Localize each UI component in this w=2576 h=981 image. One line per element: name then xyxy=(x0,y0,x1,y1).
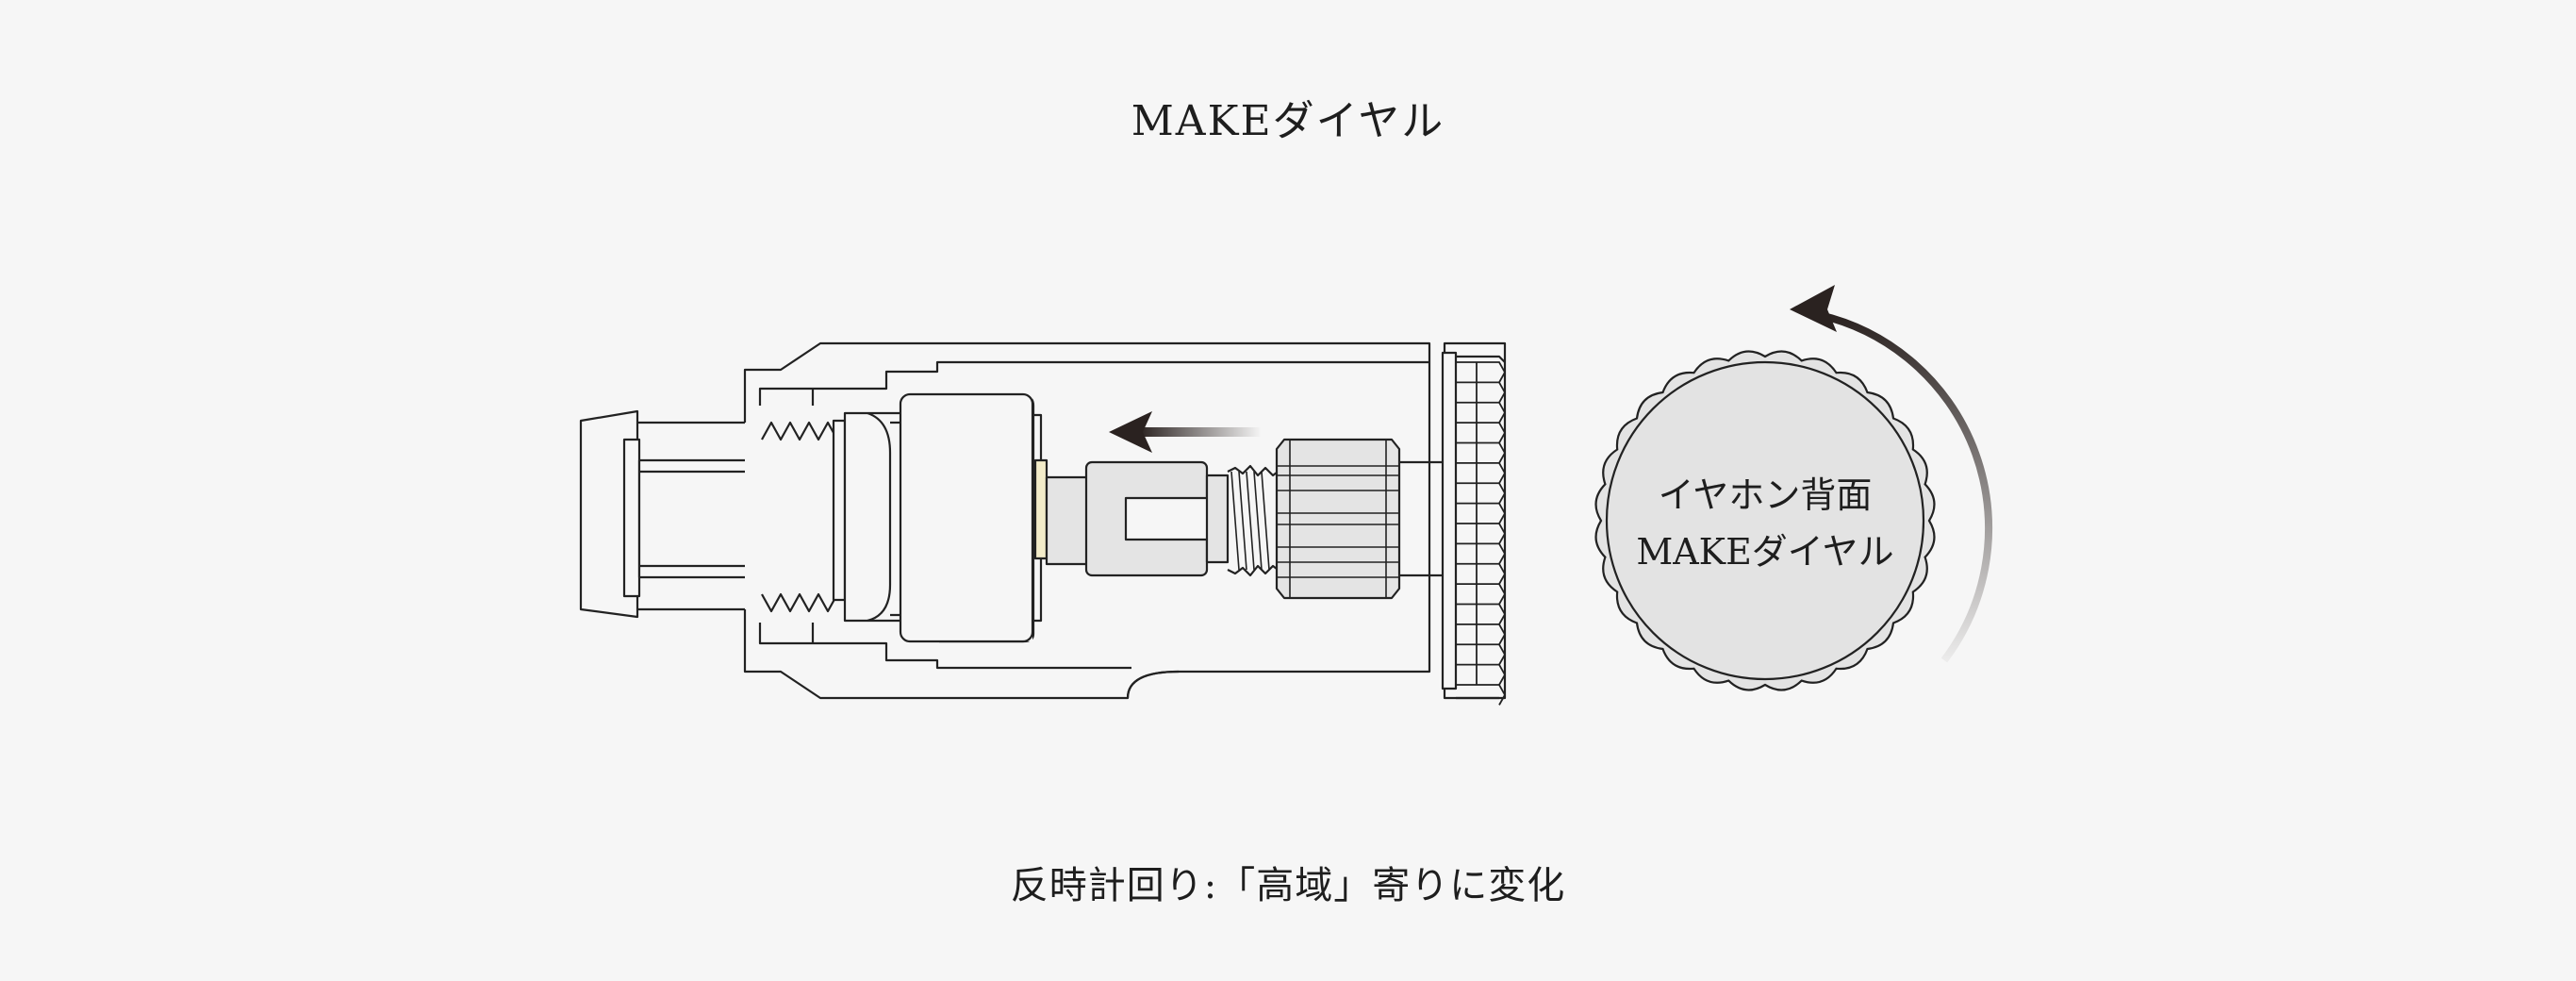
diagram-title: MAKEダイヤル xyxy=(1131,97,1445,145)
diagram-caption: 反時計回り:「高域」寄りに変化 xyxy=(1010,864,1566,907)
arrow-left-icon xyxy=(1109,411,1262,453)
moving-plug xyxy=(1045,460,1281,577)
knurl-tooth xyxy=(1456,502,1507,524)
knurl-tooth xyxy=(1456,562,1507,585)
dial-knurl-teeth xyxy=(1456,361,1507,706)
knurl-tooth xyxy=(1456,623,1507,645)
knurl-tooth xyxy=(1456,482,1507,505)
knurl-tooth xyxy=(1456,441,1507,464)
dial-front-view: イヤホン背面 MAKEダイヤル xyxy=(1594,350,1936,691)
knurl-tooth xyxy=(1456,461,1507,484)
mechanism-cross-section xyxy=(579,341,1507,700)
knurl-tooth xyxy=(1456,603,1507,625)
filter-element xyxy=(1033,458,1049,560)
knurled-shaft xyxy=(1275,438,1443,600)
thread-top xyxy=(761,421,838,441)
dial-label-line1: イヤホン背面 xyxy=(1659,474,1873,516)
driver-cylinder xyxy=(832,392,1043,643)
dial-label-line2: MAKEダイヤル xyxy=(1636,531,1893,573)
knurl-tooth xyxy=(1456,401,1507,424)
knurl-tooth xyxy=(1456,542,1507,565)
knurl-tooth xyxy=(1456,361,1507,383)
knurl-tooth xyxy=(1456,684,1507,706)
knurl-tooth xyxy=(1456,583,1507,605)
knurl-tooth xyxy=(1456,523,1507,544)
knurl-tooth xyxy=(1456,381,1507,404)
thread-bottom xyxy=(761,592,838,613)
knurl-tooth xyxy=(1456,422,1507,443)
inner-housing xyxy=(758,360,1429,670)
knurl-tooth xyxy=(1456,643,1507,666)
knurl-tooth xyxy=(1456,663,1507,686)
counterclockwise-arrow-icon xyxy=(1790,285,1993,663)
